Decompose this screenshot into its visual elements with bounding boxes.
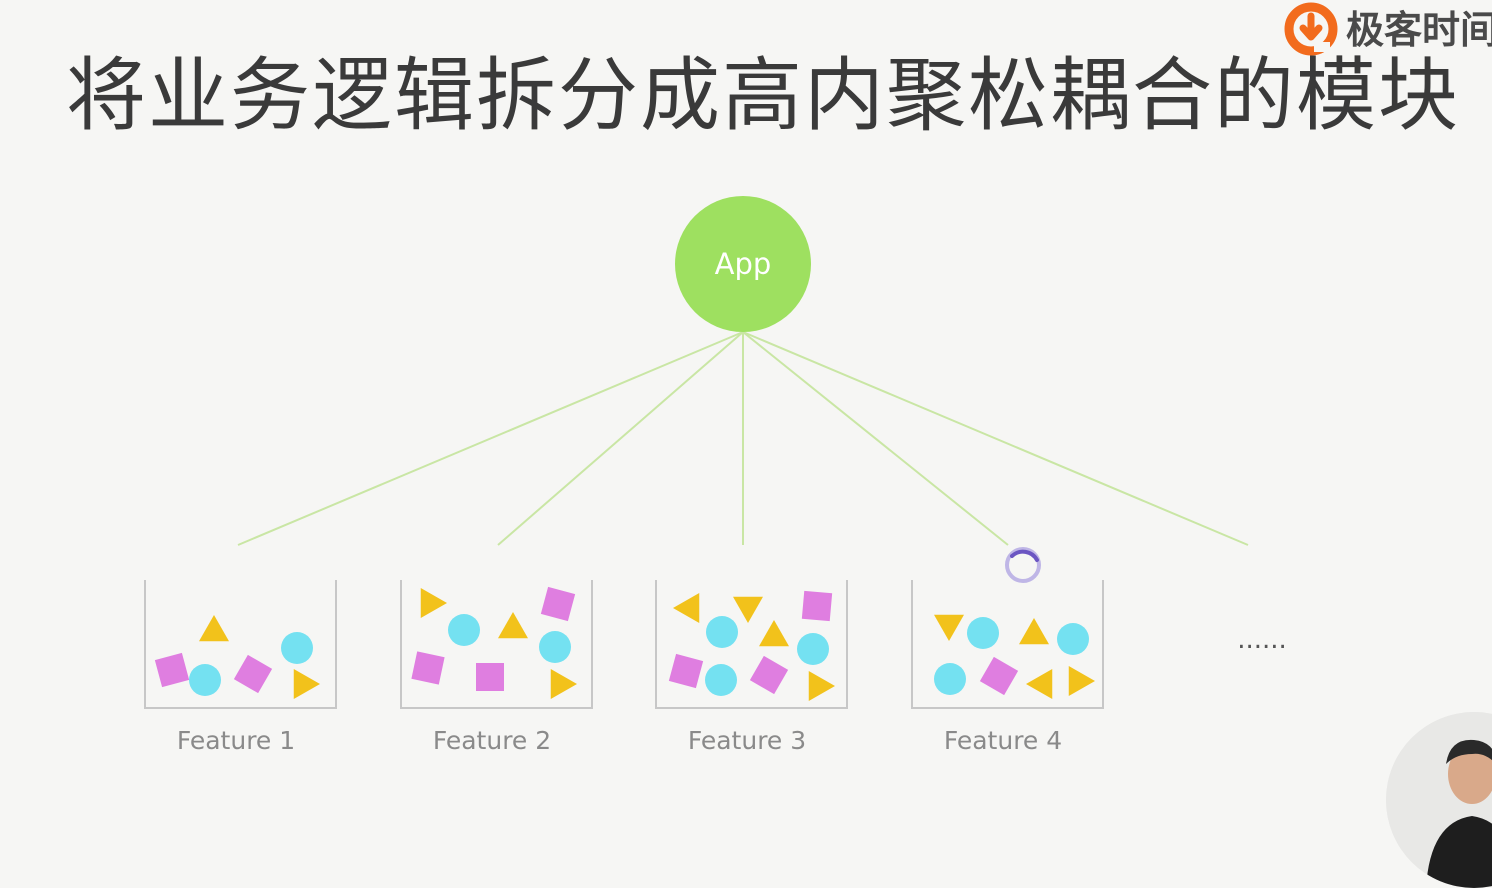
app-node[interactable] bbox=[675, 196, 811, 332]
triangle-shape bbox=[550, 669, 577, 699]
feature-module-4[interactable]: Feature 4 bbox=[911, 580, 1104, 755]
connector-line bbox=[742, 331, 1249, 546]
circle-shape bbox=[705, 664, 737, 696]
triangle-shape bbox=[733, 596, 763, 623]
circle-shape bbox=[1057, 623, 1089, 655]
square-shape bbox=[979, 656, 1019, 696]
circle-shape bbox=[706, 616, 738, 648]
feature-module-1[interactable]: Feature 1 bbox=[144, 580, 337, 755]
square-shape bbox=[154, 652, 190, 688]
circle-shape bbox=[797, 633, 829, 665]
triangle-shape bbox=[1068, 666, 1095, 696]
feature-label: Feature 4 bbox=[944, 726, 1062, 755]
feature-box bbox=[144, 580, 337, 709]
square-shape bbox=[749, 655, 789, 695]
triangle-shape bbox=[498, 612, 528, 639]
circle-shape bbox=[189, 664, 221, 696]
feature-module-2[interactable]: Feature 2 bbox=[400, 580, 593, 755]
square-shape bbox=[476, 663, 504, 691]
triangle-shape bbox=[759, 620, 789, 647]
triangle-shape bbox=[199, 615, 229, 642]
connector-lines bbox=[237, 331, 1249, 546]
feature-label: Feature 2 bbox=[433, 726, 551, 755]
feature-box bbox=[400, 580, 593, 709]
square-shape bbox=[411, 651, 445, 685]
circle-shape bbox=[539, 631, 571, 663]
brand-logo: 极客时间 bbox=[1284, 0, 1492, 56]
feature-label: Feature 3 bbox=[688, 726, 806, 755]
triangle-shape bbox=[934, 614, 964, 641]
connector-line bbox=[742, 331, 1009, 546]
slide-title: 将业务逻辑拆分成高内聚松耦合的模块 bbox=[66, 49, 1460, 142]
spinner-icon bbox=[1005, 547, 1041, 583]
connector-line bbox=[497, 331, 744, 546]
circle-shape bbox=[281, 632, 313, 664]
triangle-shape bbox=[673, 593, 700, 623]
triangle-shape bbox=[808, 671, 835, 701]
connector-line bbox=[237, 331, 744, 546]
geekbang-logo-icon bbox=[1284, 2, 1338, 56]
square-shape bbox=[233, 654, 273, 694]
square-shape bbox=[540, 586, 576, 622]
square-shape bbox=[668, 653, 704, 689]
triangle-shape bbox=[420, 588, 447, 618]
feature-box bbox=[911, 580, 1104, 709]
circle-shape bbox=[934, 663, 966, 695]
app-node-label: App bbox=[715, 247, 772, 281]
square-shape bbox=[801, 590, 833, 622]
module-diagram: App Feature 1 Feature 2 Feature 3 Feature 4… bbox=[144, 196, 1287, 755]
triangle-shape bbox=[1019, 618, 1049, 645]
feature-box bbox=[655, 580, 848, 709]
feature-modules: Feature 1 Feature 2 Feature 3 Feature 4 bbox=[144, 580, 1104, 755]
more-features-ellipsis: ...... bbox=[1237, 625, 1287, 655]
circle-shape bbox=[448, 614, 480, 646]
triangle-shape bbox=[1026, 669, 1053, 699]
feature-label: Feature 1 bbox=[177, 726, 295, 755]
circle-shape bbox=[967, 617, 999, 649]
triangle-shape bbox=[293, 669, 320, 699]
feature-module-3[interactable]: Feature 3 bbox=[655, 580, 848, 755]
brand-name: 极客时间 bbox=[1346, 8, 1492, 52]
